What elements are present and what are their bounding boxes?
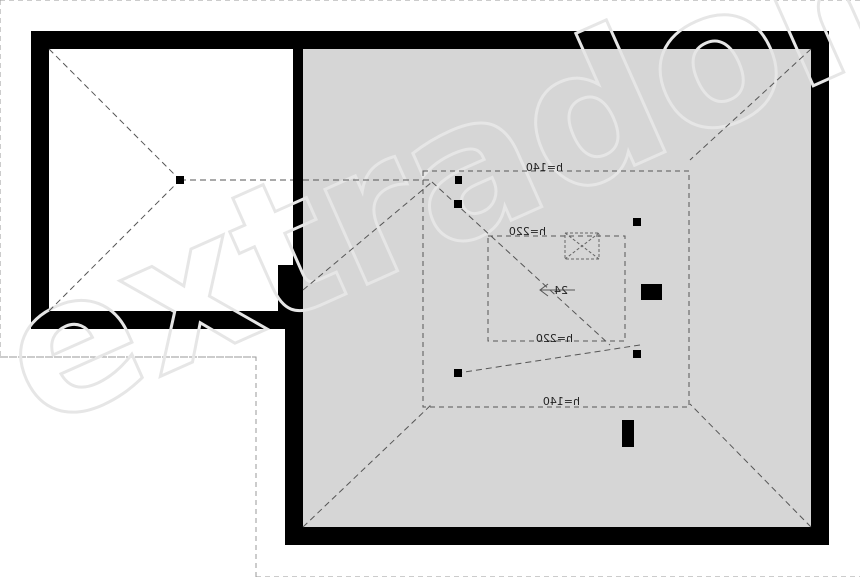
chimney-box [564, 232, 600, 260]
chimney [641, 284, 662, 300]
main-room-hip-lines [302, 48, 812, 528]
contour-h140 [422, 170, 690, 408]
vent [622, 420, 634, 447]
posts [454, 176, 662, 447]
post [454, 369, 462, 377]
label-top-outer: h=140 [526, 161, 563, 174]
height-labels: h=140 h=220 h=220 h=140 24 [509, 161, 580, 408]
left-room-hip-lines [48, 48, 430, 312]
main-room-floor [303, 49, 811, 527]
label-bottom-outer: h=140 [543, 395, 580, 408]
post [633, 218, 641, 226]
contour-h220 [487, 235, 626, 342]
stair-arrow [539, 283, 575, 297]
label-top-inner: h=220 [509, 225, 546, 238]
left-room-post [176, 176, 184, 184]
partition-wall [278, 265, 303, 329]
label-bottom-inner: h=220 [536, 332, 573, 345]
post [455, 176, 462, 184]
post [454, 200, 462, 208]
post [633, 350, 641, 358]
label-stair: 24 [554, 284, 568, 297]
